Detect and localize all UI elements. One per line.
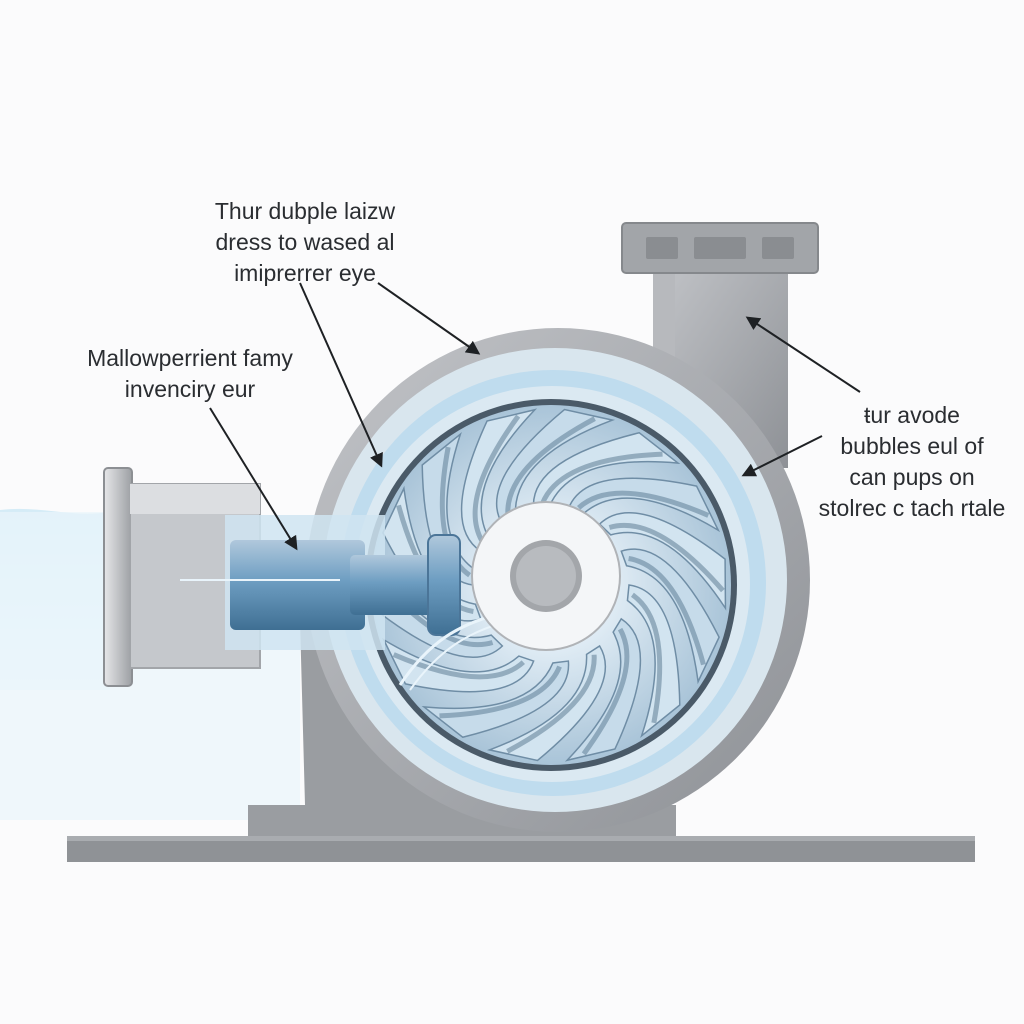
- impeller-eye-label-line: Thur dubple laizw: [214, 198, 396, 224]
- impeller-blade: [598, 512, 727, 611]
- leader-arrow: [209, 407, 298, 551]
- bubbles-label-line: stolrec c tach rtale: [818, 495, 1006, 521]
- bubbles-label-line: bubbles eul of: [840, 433, 984, 459]
- leader-arrow: [741, 435, 823, 477]
- impeller-blade: [564, 617, 642, 762]
- impeller-blade: [421, 660, 570, 739]
- impeller-blade-shadow: [630, 592, 663, 724]
- impeller-blade-shadow: [392, 652, 525, 680]
- impeller-blade-shadow: [540, 451, 663, 505]
- leader-arrows: [209, 282, 861, 551]
- impeller-blade: [626, 584, 681, 739]
- impeller-blade-shadow: [581, 627, 630, 756]
- leader-arrow: [745, 316, 861, 393]
- impeller-blade-shadow: [505, 416, 596, 516]
- leader-arrow: [299, 282, 383, 468]
- impeller-blade-shadow: [506, 654, 597, 754]
- impeller-eye-label: Thur dubple laizw dress to wased al imip…: [185, 196, 425, 289]
- impeller-blade-shadow: [628, 556, 706, 666]
- impeller-blade: [460, 408, 538, 553]
- bubbles-label-line: ŧur avode: [864, 402, 960, 428]
- impeller-blade-shadow: [439, 665, 562, 719]
- impeller-blade: [532, 431, 681, 510]
- bubbles-label-line: can pups on: [849, 464, 975, 490]
- impeller-blade-shadow: [472, 414, 521, 543]
- shaft-collar: [427, 534, 461, 636]
- inlet-label-line: invenciry eur: [124, 376, 256, 402]
- impeller-blade: [620, 548, 720, 685]
- impeller-blade-shadow: [439, 446, 472, 578]
- impeller-blade-shadow: [608, 522, 725, 593]
- inlet-flange: [103, 467, 133, 687]
- inlet-label-line: Mallowperrient famy: [87, 345, 293, 371]
- impeller-eye-label-line: dress to wased al: [215, 229, 395, 255]
- inlet-label: Mallowperrient famy invenciry eur: [60, 343, 320, 405]
- inlet-shaft: [230, 540, 365, 630]
- bubbles-label: ŧur avode bubbles eul of can pups on sto…: [800, 400, 1024, 524]
- impeller-eye-label-line: imiprerrer eye: [234, 260, 376, 286]
- impeller-blade: [567, 477, 721, 533]
- impeller-blade-shadow: [577, 490, 710, 518]
- leader-arrow: [377, 282, 481, 355]
